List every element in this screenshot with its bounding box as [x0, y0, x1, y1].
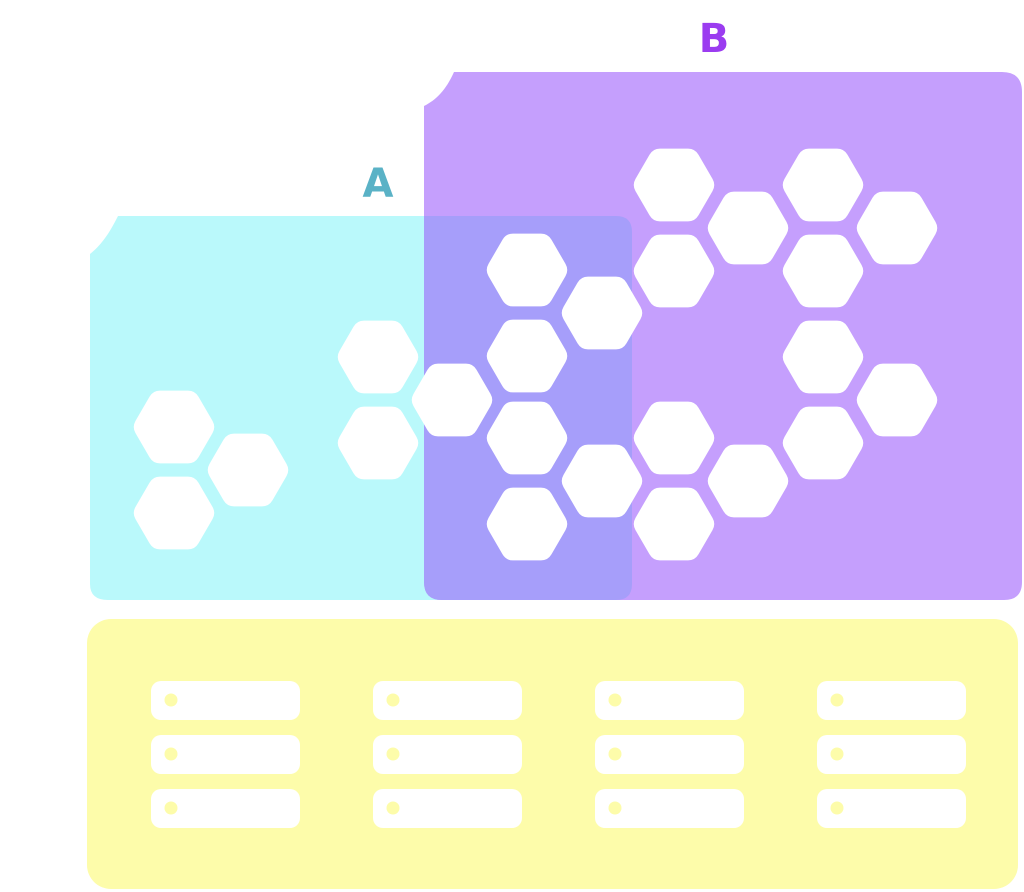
- tray-slot-bar: [595, 735, 744, 774]
- tray-slot-dot: [164, 801, 178, 815]
- hexagon-item: [561, 276, 643, 350]
- region-b-label: B: [699, 16, 730, 62]
- tray-slot: [595, 789, 744, 828]
- hexagon-item: [561, 444, 643, 518]
- tray-slot-dot: [164, 693, 178, 707]
- tray-slot-bar: [817, 735, 966, 774]
- hexagon-item: [707, 444, 789, 518]
- hexagon-group: [133, 148, 938, 561]
- tray-slot-dot: [386, 747, 400, 761]
- tray-slot-dot: [164, 747, 178, 761]
- tray-slot-bar: [151, 735, 300, 774]
- tray-slot: [373, 735, 522, 774]
- tray-slot-bar: [817, 789, 966, 828]
- tray-slot-bar: [373, 789, 522, 828]
- hexagon-item: [633, 234, 715, 308]
- hexagon-item: [782, 148, 864, 222]
- hexagon-item: [337, 320, 419, 394]
- hexagon-item: [486, 233, 568, 307]
- tray-slot-bar: [817, 681, 966, 720]
- hexagon-item: [486, 401, 568, 475]
- hexagon-item: [486, 319, 568, 393]
- tray-slot-bar: [595, 789, 744, 828]
- tray-slot: [817, 735, 966, 774]
- hexagon-item: [856, 363, 938, 437]
- tray-slot: [151, 735, 300, 774]
- hexagon-item: [486, 487, 568, 561]
- hexagon-item: [856, 191, 938, 265]
- hexagon-item: [782, 320, 864, 394]
- hexagon-item: [207, 433, 289, 507]
- tray-slot: [817, 681, 966, 720]
- hexagon-item: [633, 487, 715, 561]
- region-a-label: A: [363, 161, 394, 207]
- hexagon-item: [633, 401, 715, 475]
- tray-slot: [373, 681, 522, 720]
- tray-slot-dot: [608, 801, 622, 815]
- hexagon-item: [133, 390, 215, 464]
- tray-slot-dot: [608, 747, 622, 761]
- tray-slot-bar: [373, 735, 522, 774]
- hexagon-item: [133, 476, 215, 550]
- hexagon-item: [633, 148, 715, 222]
- tray-slot-bar: [595, 681, 744, 720]
- tray-slot: [373, 789, 522, 828]
- hexagon-item: [337, 406, 419, 480]
- hexagon-item: [707, 191, 789, 265]
- tray-slot-grid: [151, 681, 966, 828]
- tray-slot-dot: [830, 747, 844, 761]
- tray-slot: [151, 681, 300, 720]
- hexagon-item: [782, 406, 864, 480]
- tray-slot-bar: [151, 789, 300, 828]
- tray-slot-bar: [151, 681, 300, 720]
- bottom-tray: [87, 619, 1018, 889]
- tray-slot-dot: [830, 801, 844, 815]
- hexagon-item: [782, 234, 864, 308]
- tray-slot: [151, 789, 300, 828]
- tray-slot-bar: [373, 681, 522, 720]
- tray-slot: [817, 789, 966, 828]
- tray-slot-dot: [386, 693, 400, 707]
- tray-slot-dot: [608, 693, 622, 707]
- tray-slot-dot: [386, 801, 400, 815]
- tray-slot: [595, 681, 744, 720]
- hexagon-item: [411, 363, 493, 437]
- tray-slot: [595, 735, 744, 774]
- tray-slot-dot: [830, 693, 844, 707]
